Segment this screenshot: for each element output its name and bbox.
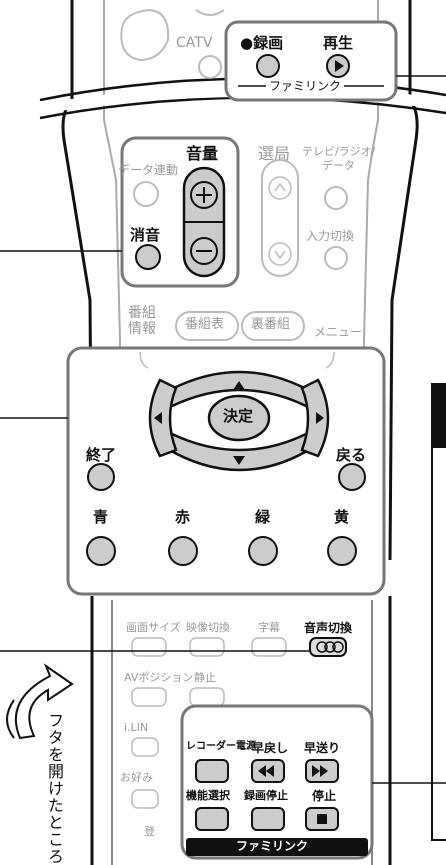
mute-button[interactable] (135, 244, 161, 270)
return-label: 戻る (336, 446, 367, 464)
right-button[interactable] (300, 378, 330, 458)
red-button[interactable] (168, 536, 198, 566)
fast-forward-label: 早送り (304, 741, 341, 755)
recorder-power-label: レコーダー電源 (186, 741, 256, 752)
tv-radio-data-label-2: データ (322, 159, 355, 172)
right-arrow-icon (316, 412, 324, 424)
ilink-button[interactable] (131, 737, 159, 757)
av-position-button[interactable] (131, 687, 167, 707)
famlink-bar-label: ファミリンク (236, 839, 309, 853)
green-button[interactable] (248, 536, 278, 566)
return-button[interactable] (338, 463, 366, 491)
audio-switch-label: 音声切換 (304, 621, 353, 635)
rewind-icon (258, 765, 274, 777)
green-label: 緑 (255, 508, 271, 526)
subtitle-button[interactable] (251, 637, 287, 657)
guide-button[interactable] (175, 311, 239, 341)
volume-down-icon (190, 237, 218, 265)
subtitle-label: 字幕 (258, 621, 280, 634)
famlink-bar (186, 838, 368, 856)
picture-switch-label: 映像切換 (186, 621, 230, 634)
faint-button[interactable] (198, 55, 222, 79)
play-label: 再生 (323, 34, 354, 52)
back-program-label: 裏番組 (251, 317, 291, 332)
record-label: ●録画 (240, 34, 284, 52)
data-link-button[interactable] (133, 181, 159, 207)
input-switch-button[interactable] (324, 246, 348, 270)
enter-button[interactable] (207, 394, 271, 442)
catv-label: CATV (176, 35, 213, 51)
screen-size-button[interactable] (131, 637, 167, 657)
channel-rocker[interactable] (261, 159, 299, 277)
left-button[interactable] (148, 378, 178, 458)
recorder-power-button[interactable] (195, 759, 229, 783)
red-label: 赤 (175, 508, 191, 526)
input-switch-label: 入力切換 (306, 229, 355, 243)
d-button-faint (120, 8, 170, 62)
stop-label: 停止 (312, 789, 337, 803)
channel-select-label: 選局 (258, 144, 291, 163)
favorites-label: お好み (120, 771, 153, 784)
top-famlink-label: ファミリンク (266, 80, 345, 92)
freeze-button[interactable] (189, 687, 225, 707)
program-info-label-2: 情報 (128, 321, 156, 337)
yellow-label: 黄 (334, 508, 350, 526)
tv-radio-data-button[interactable] (324, 186, 348, 210)
play-icon (335, 60, 344, 72)
volume-up-icon (190, 181, 218, 209)
register-label: 登 (144, 825, 155, 838)
record-button[interactable] (256, 54, 280, 78)
exit-label: 終了 (86, 446, 117, 464)
data-link-label: データ連動 (118, 163, 179, 177)
mute-label: 消音 (130, 226, 161, 244)
picture-switch-button[interactable] (189, 637, 225, 657)
back-program-button[interactable] (241, 311, 305, 341)
down-arrow-icon (233, 456, 245, 465)
freeze-label: 静止 (194, 671, 216, 684)
function-select-label: 機能選択 (186, 789, 230, 802)
open-lid-caption: フタを開けたところ (45, 712, 64, 865)
left-arrow-icon (154, 412, 162, 424)
ilink-label: i.LIN (124, 721, 149, 734)
yellow-button[interactable] (327, 536, 357, 566)
tv-radio-data-label: テレビ/ラジオ/ (302, 145, 376, 158)
audio-switch-icon (316, 641, 328, 653)
rec-stop-label: 録画停止 (244, 789, 288, 802)
exit-button[interactable] (87, 463, 115, 491)
audio-switch-button[interactable] (309, 637, 347, 657)
side-frame (431, 383, 446, 841)
rec-stop-button[interactable] (251, 807, 285, 831)
av-position-label: AVポジション (124, 671, 194, 684)
nav-box (66, 346, 386, 596)
rewind-label: 早戻し (252, 741, 289, 755)
up-arrow-icon (233, 381, 245, 390)
enter-label: 決定 (223, 407, 254, 425)
guide-label: 番組表 (185, 317, 225, 332)
program-info-label: 番組 (128, 305, 156, 321)
menu-label: メニュー (314, 325, 363, 339)
blue-button[interactable] (86, 536, 116, 566)
fast-forward-icon (312, 765, 328, 777)
open-lid-arrow-icon (14, 663, 74, 740)
favorites-button[interactable] (131, 789, 159, 809)
blue-label: 青 (93, 508, 109, 526)
function-select-button[interactable] (195, 807, 229, 831)
volume-label: 音量 (186, 144, 219, 163)
stop-icon (317, 814, 327, 824)
screen-size-label: 画面サイズ (126, 621, 181, 634)
